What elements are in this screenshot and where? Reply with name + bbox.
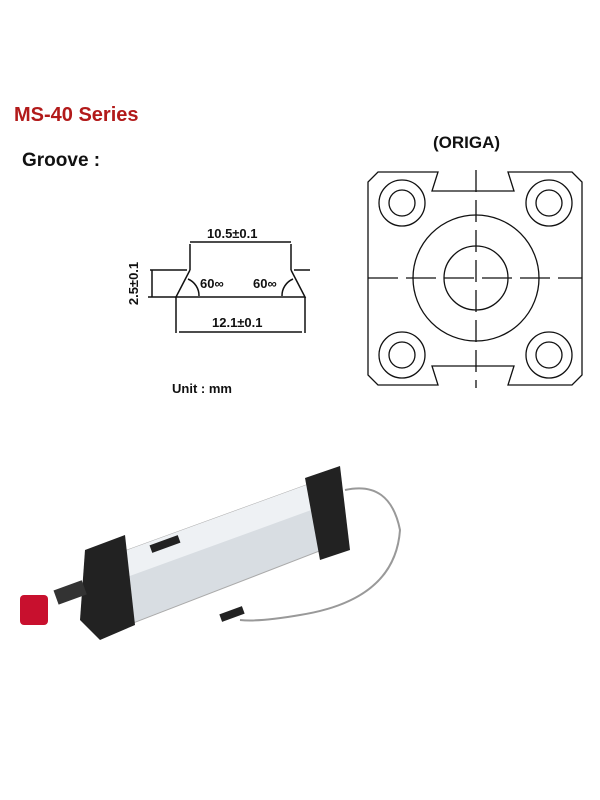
bottom-width-dimension: 12.1±0.1 (212, 315, 263, 330)
top-width-dimension: 10.5±0.1 (207, 226, 258, 241)
cylinder-photo (20, 466, 402, 640)
origa-profile-drawing (367, 170, 583, 388)
depth-dimension: 2.5±0.1 (126, 261, 142, 306)
groove-drawing (148, 241, 310, 333)
groove-label: Groove : (22, 150, 101, 171)
origa-label: (ORIGA) (433, 133, 501, 152)
left-angle: 60∞ (200, 276, 224, 291)
right-angle: 60∞ (253, 276, 277, 291)
unit-label: Unit : mm (172, 381, 232, 396)
series-title: MS-40 Series (14, 104, 139, 126)
